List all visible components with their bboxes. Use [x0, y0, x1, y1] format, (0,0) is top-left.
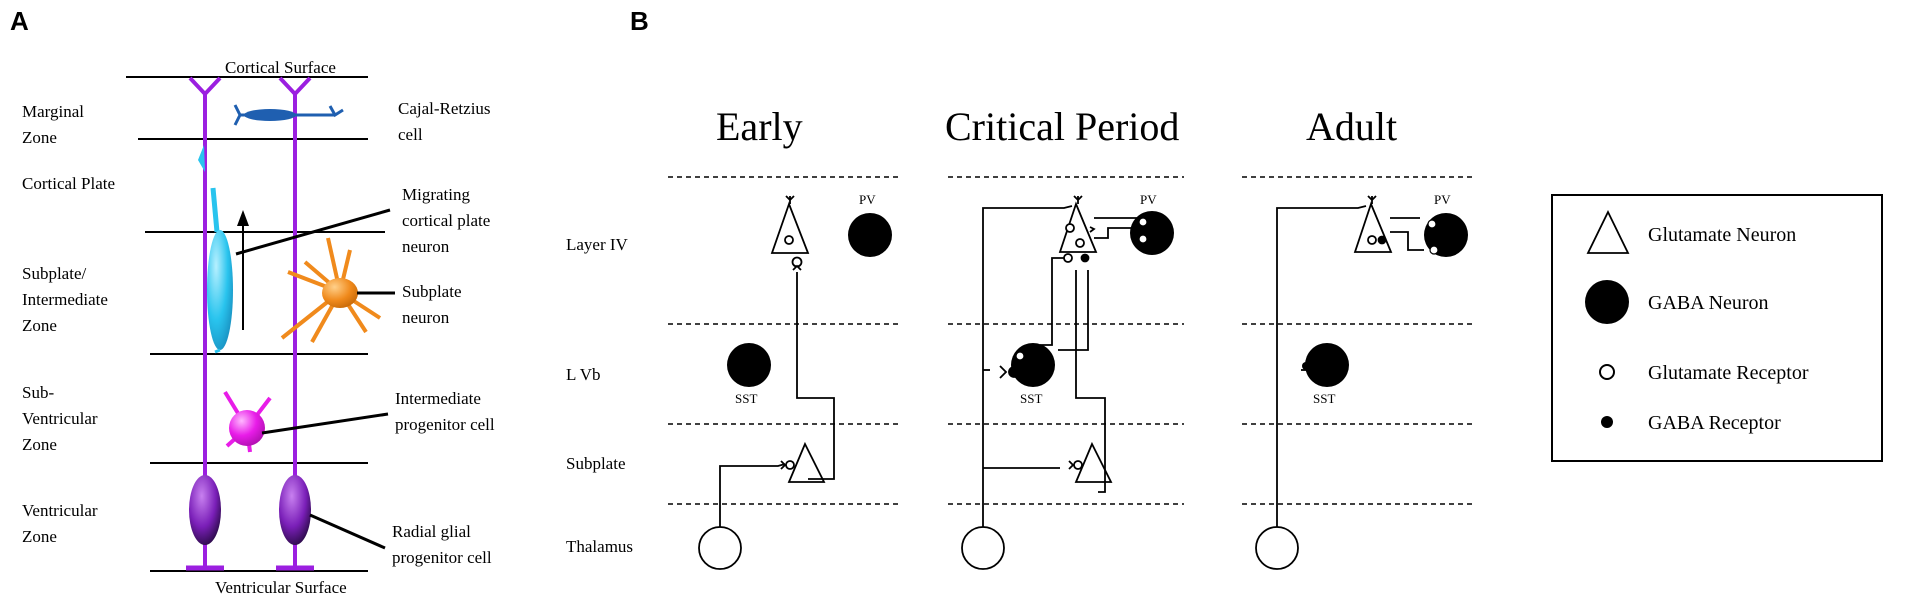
panel-b: B Early Critical Period Adult Layer IV L… [566, 6, 1883, 570]
leader-rg [309, 513, 386, 550]
zone-label: Zone [22, 128, 57, 147]
layer-label: Thalamus [566, 537, 633, 556]
cell-label: progenitor cell [395, 415, 495, 434]
cortical-surface-label: Cortical Surface [225, 58, 336, 77]
glutamate-neuron [1074, 441, 1113, 483]
cell-label: Radial glial [392, 522, 471, 541]
thalamus-neuron [1255, 526, 1299, 570]
cell-label: cortical plate [402, 211, 490, 230]
endfoot-top-left [188, 76, 222, 97]
endfoot-top-right [278, 76, 312, 97]
zone-label: Intermediate [22, 290, 108, 309]
zone-labels: Marginal Zone Cortical Plate Subplate/ I… [22, 102, 115, 546]
sst-label: SST [735, 391, 757, 406]
gaba-receptor-icon [1601, 416, 1613, 428]
thalamus-neuron [961, 526, 1005, 570]
layer-label: L Vb [566, 365, 600, 384]
intermediate-progenitor-cell [223, 390, 272, 453]
leader-ipc [261, 412, 389, 435]
zone-label: Sub- [22, 383, 54, 402]
radial-glial-progenitor-cells [189, 475, 311, 545]
panel-a-letter: A [10, 6, 29, 36]
zone-label: Zone [22, 435, 57, 454]
critical-period-circuit [961, 195, 1140, 570]
glutamate-neuron [1353, 201, 1393, 253]
cell-label: Subplate [402, 282, 462, 301]
sst-gaba-neuron [1011, 343, 1055, 387]
adult-circuit [1255, 195, 1424, 570]
zone-label: Ventricular [22, 501, 98, 520]
zone-label: Zone [22, 316, 57, 335]
ventricular-surface-label: Ventricular Surface [215, 578, 347, 597]
legend-label: GABA Neuron [1648, 292, 1769, 314]
panel-a: A Cortical Surface Ventricular Surface M… [10, 6, 495, 597]
zone-label: Subplate/ [22, 264, 86, 283]
rg-cell-left [189, 475, 221, 545]
cell-label: progenitor cell [392, 548, 492, 567]
layer-boundaries [668, 176, 1476, 505]
cell-label: neuron [402, 308, 450, 327]
layer-label: Subplate [566, 454, 626, 473]
zone-label: Ventricular [22, 409, 98, 428]
zone-label: Cortical Plate [22, 174, 115, 193]
leader-migrating [235, 208, 391, 256]
sst-gaba-neuron [727, 343, 771, 387]
gaba-neuron-icon [1585, 280, 1629, 324]
sst-gaba-neuron [1305, 343, 1349, 387]
rg-cell-right [279, 475, 311, 545]
thalamus-neuron [698, 526, 742, 570]
glutamate-neuron-icon [1586, 209, 1630, 254]
legend-label: GABA Receptor [1648, 412, 1781, 434]
glutamate-neuron [770, 201, 810, 254]
legend: Glutamate Neuron GABA Neuron Glutamate R… [1551, 194, 1883, 462]
pv-label: PV [859, 192, 876, 207]
legend-label: Glutamate Receptor [1648, 362, 1809, 384]
glutamate-neuron [787, 441, 826, 483]
zone-boundaries [126, 76, 385, 572]
cell-label: Intermediate [395, 389, 481, 408]
pv-gaba-neuron [848, 213, 892, 257]
stage-title-early: Early [716, 104, 803, 149]
cajal-retzius-cell [233, 104, 344, 126]
glutamate-receptor [785, 460, 795, 470]
stage-title-critical: Critical Period [945, 104, 1179, 149]
panel-b-letter: B [630, 6, 649, 36]
pv-label: PV [1434, 192, 1451, 207]
glutamate-receptor-icon [1599, 364, 1615, 380]
cell-label: Migrating [402, 185, 470, 204]
cell-label: neuron [402, 237, 450, 256]
sst-label: SST [1313, 391, 1335, 406]
legend-label: Glutamate Neuron [1648, 224, 1796, 246]
sst-label: SST [1020, 391, 1042, 406]
zone-label: Zone [22, 527, 57, 546]
early-circuit [698, 195, 835, 570]
pv-label: PV [1140, 192, 1157, 207]
cell-label: cell [398, 125, 423, 144]
migrating-neuron [198, 145, 249, 354]
cell-label: Cajal-Retzius [398, 99, 491, 118]
stage-title-adult: Adult [1306, 104, 1397, 149]
layer-label: Layer IV [566, 235, 629, 254]
pv-gaba-neuron [1130, 211, 1174, 255]
subplate-neuron [280, 237, 382, 343]
glutamate-receptor [784, 235, 794, 245]
zone-label: Marginal [22, 102, 84, 121]
